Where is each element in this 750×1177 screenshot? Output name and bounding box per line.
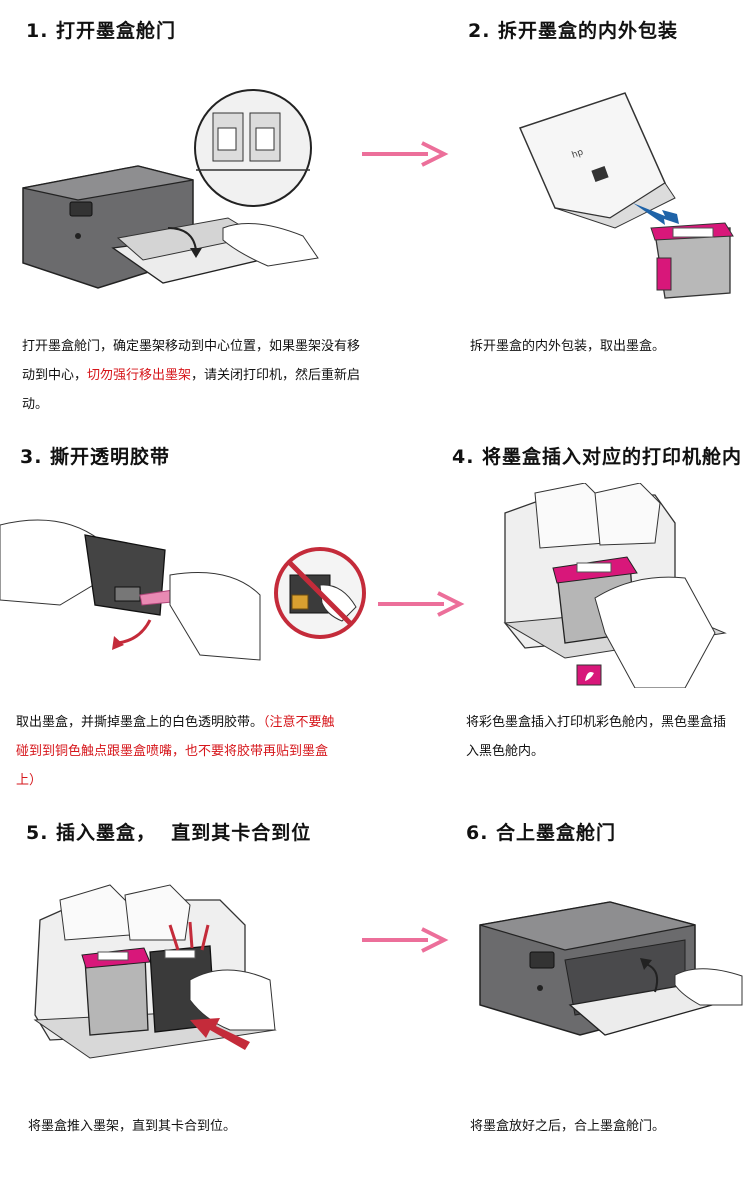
package-brand: hp: [571, 147, 585, 160]
step1-description: 打开墨盒舱门，确定墨架移动到中心位置，如果墨架没有移动到中心，切勿强行移出墨架，…: [22, 332, 362, 419]
step4-description: 将彩色墨盒插入打印机彩色舱内，黑色墨盒插入黑色舱内。: [466, 715, 727, 759]
step2-description: 拆开墨盒的内外包装，取出墨盒。: [470, 339, 666, 354]
step2-title: 2. 拆开墨盒的内外包装: [468, 20, 679, 42]
step5-title: 5. 插入墨盒， 直到其卡合到位: [26, 822, 312, 844]
step1-desc-part3: ，请关闭打印机，然后重新启动。: [22, 368, 361, 412]
step2-cartridge-package-illustration: hp: [518, 92, 734, 299]
step4-title: 4. 将墨盒插入对应的打印机舱内: [452, 446, 743, 468]
step6-description: 将墨盒放好之后，合上墨盒舱门。: [470, 1119, 666, 1134]
step6-title: 6. 合上墨盒舱门: [466, 822, 617, 844]
step3-title: 3. 撕开透明胶带: [20, 446, 171, 468]
step5-description: 将墨盒推入墨架，直到其卡合到位。: [28, 1119, 237, 1134]
step1-desc-part1: 打开墨盒舱门，确定墨架移动到中心位置，如果墨架没有移动到中心，: [22, 339, 361, 383]
arrow-step3-to-step4-icon: [378, 591, 465, 617]
step3-caution-note: （注意不要触碰到到铜色触点跟墨盒喷嘴，也不要将胶带再贴到墨盒上）: [16, 715, 335, 788]
step1-printer-illustration: [22, 89, 319, 289]
step3-desc-part1: 取出墨盒，并撕掉墨盒上的白色透明胶带。: [16, 715, 264, 730]
arrow-step5-to-step6-icon: [362, 927, 449, 953]
step6-close-door-illustration: [479, 901, 743, 1036]
step5-push-cartridge-illustration: [33, 884, 277, 1059]
arrow-step1-to-step2-icon: [362, 141, 449, 167]
step4-insert-cartridge-illustration: [503, 483, 727, 688]
step1-warning: 切勿强行移出墨架: [87, 368, 192, 383]
step3-description: 取出墨盒，并撕掉墨盒上的白色透明胶带。（注意不要触碰到到铜色触点跟墨盒喷嘴，也不…: [16, 708, 346, 795]
step3-remove-tape-illustration: [0, 519, 261, 661]
step1-title: 1. 打开墨盒舱门: [26, 20, 177, 42]
step3-do-not-touch-icon: [274, 547, 366, 639]
